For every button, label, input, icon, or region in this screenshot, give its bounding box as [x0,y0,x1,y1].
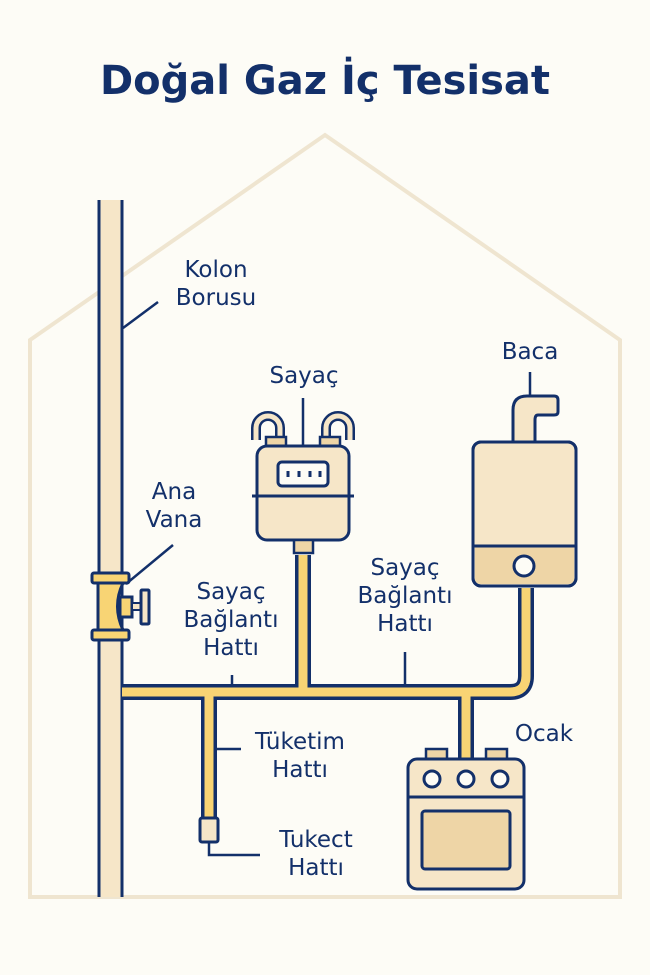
stove-icon [406,747,526,891]
leader-tukect [207,842,260,857]
leader-ana-vana [125,544,174,585]
label-line: Hattı [288,855,344,881]
label-tuketim-hatti: Tüketim Hattı [240,728,360,784]
leader-kolon [122,300,159,330]
label-line: Sayaç [196,579,266,605]
label-line: Baca [501,339,559,365]
label-line: Tüketim [255,729,345,755]
label-line: Hattı [377,611,433,637]
label-line: Sayaç [269,363,339,389]
house-outline [28,132,622,899]
label-ocak: Ocak [504,720,584,748]
page-title: Doğal Gaz İç Tesisat [99,58,551,104]
pipe-cap-icon [198,816,220,844]
label-kolon-borusu: Kolon Borusu [164,256,268,312]
label-sayac-baglanti-left: Sayaç Bağlantı Hattı [166,578,296,662]
label-line: Vana [145,507,203,533]
label-line: Ocak [514,721,574,747]
label-line: Kolon [184,257,248,283]
label-line: Ana [151,479,197,505]
label-line: Borusu [175,285,257,311]
gas-meter-icon [251,411,355,555]
valve-icon [90,571,151,642]
main-gas-line [122,555,534,818]
label-line: Bağlantı [357,583,453,609]
label-sayac: Sayaç [252,362,356,390]
label-line: Tukect [279,827,353,853]
label-line: Bağlantı [183,607,279,633]
label-line: Hattı [203,635,259,661]
label-line: Hattı [272,757,328,783]
label-tukect-hatti: Tukect Hattı [258,826,374,882]
riser-pipe-icon [97,200,124,897]
label-ana-vana: Ana Vana [126,478,222,534]
label-baca: Baca [478,338,582,366]
label-sayac-baglanti-right: Sayaç Bağlantı Hattı [340,554,470,638]
boiler-with-flue-icon [471,394,578,588]
leader-lines [122,300,532,857]
label-line: Sayaç [370,555,440,581]
